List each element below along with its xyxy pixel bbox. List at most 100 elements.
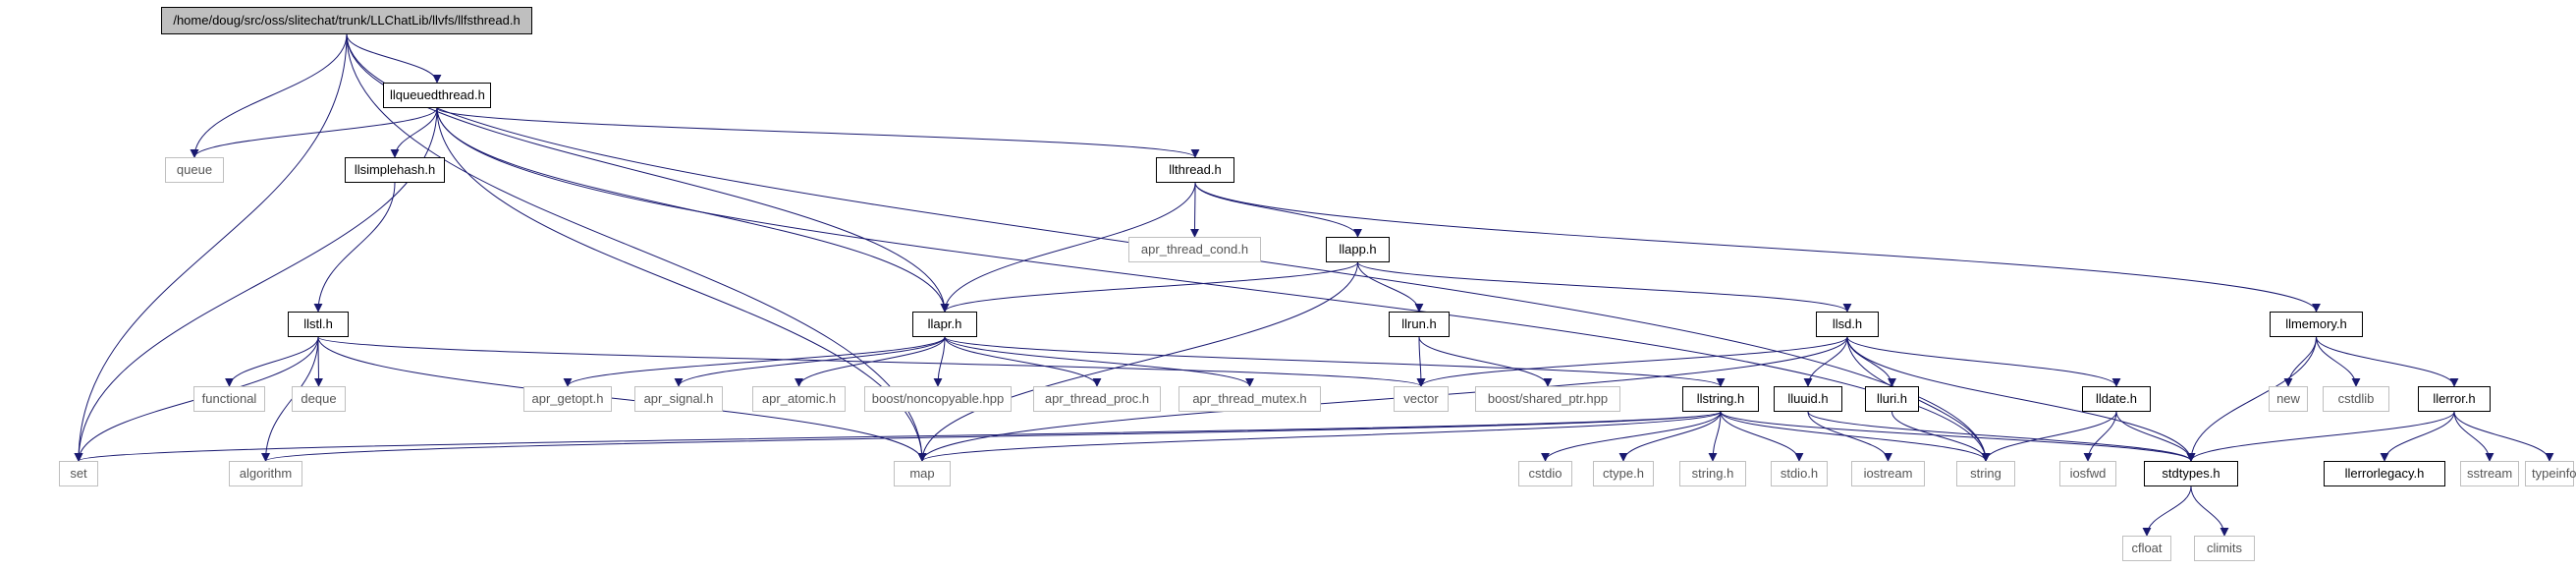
edge-llqueuedthread-to-queue — [190, 107, 438, 158]
node-cstdio: cstdio — [1518, 461, 1572, 486]
node-apr-thread-cond: apr_thread_cond.h — [1128, 237, 1261, 262]
node-apr-getopt: apr_getopt.h — [523, 386, 612, 412]
edge-llrun-to-boost_shared_ptr — [1418, 336, 1553, 387]
node-functional: functional — [193, 386, 265, 412]
node-boost-shared-ptr: boost/shared_ptr.hpp — [1475, 386, 1620, 412]
edge-llstring-to-ctype — [1618, 411, 1722, 462]
edge-llstring-to-string — [1720, 411, 1991, 462]
edge-llstring-to-string_h — [1708, 411, 1722, 462]
edge-llstring-to-cstdio — [1541, 411, 1722, 462]
node-algorithm: algorithm — [229, 461, 302, 486]
node-llstl[interactable]: llstl.h — [288, 312, 349, 337]
node-llerror[interactable]: llerror.h — [2418, 386, 2491, 412]
edge-lluuid-to-iostream — [1807, 411, 1892, 462]
edge-lldate-to-string — [1981, 411, 2117, 462]
node-stdio: stdio.h — [1771, 461, 1828, 486]
node-string: string — [1956, 461, 2015, 486]
node-cfloat: cfloat — [2122, 536, 2171, 561]
node-iostream: iostream — [1851, 461, 1925, 486]
edge-llerror-to-llerrorlegacy — [2380, 411, 2455, 462]
edge-llapr-to-apr_thread_mutex — [944, 336, 1254, 387]
edge-llstring-to-algorithm — [261, 411, 1722, 462]
node-stdtypes[interactable]: stdtypes.h — [2144, 461, 2238, 486]
node-ctype: ctype.h — [1593, 461, 1654, 486]
edge-llqueuedthread-to-llsimplehash — [390, 107, 438, 158]
edge-llstl-to-functional — [225, 336, 319, 387]
edge-llapr-to-apr_atomic — [795, 336, 946, 387]
node-llapp[interactable]: llapp.h — [1326, 237, 1390, 262]
edge-llthread-to-llapr — [940, 182, 1196, 313]
node-boost-noncopyable: boost/noncopyable.hpp — [864, 386, 1012, 412]
edge-llerror-to-stdtypes — [2186, 411, 2455, 462]
edge-stdtypes-to-climits — [2190, 485, 2229, 537]
node-lluuid[interactable]: lluuid.h — [1774, 386, 1842, 412]
edge-llstring-to-stdtypes — [1720, 411, 2196, 462]
node-llerrorlegacy[interactable]: llerrorlegacy.h — [2324, 461, 2445, 486]
edge-lldate-to-iosfwd — [2083, 411, 2117, 462]
edge-llerror-to-typeinfo — [2453, 411, 2554, 462]
edge-llstring-to-set — [75, 411, 1722, 462]
edge-llstring-to-stdio — [1720, 411, 1804, 462]
edge-root-to-llqueuedthread — [346, 33, 442, 84]
node-cstdlib: cstdlib — [2323, 386, 2389, 412]
edge-llsd-to-stdtypes — [1846, 336, 2196, 462]
edge-llapp-to-llrun — [1357, 261, 1424, 313]
node-apr-thread-mutex: apr_thread_mutex.h — [1178, 386, 1321, 412]
node-llstring[interactable]: llstring.h — [1682, 386, 1759, 412]
node-set: set — [59, 461, 98, 486]
edge-llapr-to-apr_signal — [674, 336, 946, 387]
edge-llthread-to-apr_thread_cond — [1190, 182, 1200, 238]
node-apr-signal: apr_signal.h — [634, 386, 723, 412]
edge-llapr-to-llstring — [944, 336, 1726, 387]
node-queue: queue — [165, 157, 224, 183]
edge-llapr-to-apr_getopt — [563, 336, 946, 387]
edge-llqueuedthread-to-llthread — [436, 107, 1200, 158]
edge-llapp-to-llapr — [940, 261, 1358, 313]
edge-root-to-queue — [190, 33, 348, 158]
node-lldate[interactable]: lldate.h — [2082, 386, 2151, 412]
edge-llmemory-to-cstdlib — [2316, 336, 2361, 387]
edge-llsd-to-map — [917, 336, 1848, 462]
node-string-h: string.h — [1679, 461, 1746, 486]
node-deque: deque — [292, 386, 346, 412]
edge-llapr-to-boost_noncopyable — [933, 336, 946, 387]
edge-llsd-to-lluuid — [1803, 336, 1848, 387]
edge-llsd-to-vector — [1416, 336, 1848, 387]
node-llmemory[interactable]: llmemory.h — [2270, 312, 2363, 337]
node-llqueuedthread[interactable]: llqueuedthread.h — [383, 83, 491, 108]
edge-root-to-llapr — [346, 33, 950, 313]
edge-llsimplehash-to-llstl — [313, 182, 396, 313]
edge-lluuid-to-stdtypes — [1807, 411, 2196, 462]
node-lluri[interactable]: lluri.h — [1865, 386, 1919, 412]
node-apr-thread-proc: apr_thread_proc.h — [1033, 386, 1161, 412]
node-vector: vector — [1394, 386, 1449, 412]
node-climits: climits — [2194, 536, 2255, 561]
node-root[interactable]: /home/doug/src/oss/slitechat/trunk/LLCha… — [161, 7, 532, 34]
edge-llerror-to-sstream — [2453, 411, 2494, 462]
node-llrun[interactable]: llrun.h — [1389, 312, 1450, 337]
edge-llmemory-to-llerror — [2316, 336, 2459, 387]
edge-llthread-to-llapp — [1194, 182, 1362, 238]
edge-stdtypes-to-cfloat — [2142, 485, 2192, 537]
node-new: new — [2269, 386, 2308, 412]
node-iosfwd: iosfwd — [2059, 461, 2116, 486]
node-llapr[interactable]: llapr.h — [912, 312, 977, 337]
node-map: map — [894, 461, 951, 486]
edge-root-to-set — [74, 33, 348, 462]
node-llsd[interactable]: llsd.h — [1816, 312, 1879, 337]
edge-root-to-map — [346, 33, 927, 462]
edge-llapp-to-map — [917, 261, 1358, 462]
node-sstream: sstream — [2460, 461, 2519, 486]
node-llsimplehash[interactable]: llsimplehash.h — [345, 157, 445, 183]
edge-llsd-to-lldate — [1846, 336, 2121, 387]
edge-llstring-to-map — [917, 411, 1722, 462]
node-apr-atomic: apr_atomic.h — [752, 386, 846, 412]
node-llthread[interactable]: llthread.h — [1156, 157, 1234, 183]
edge-llmemory-to-stdtypes — [2186, 336, 2317, 462]
edge-llstl-to-map — [317, 336, 927, 462]
edge-llthread-to-llmemory — [1194, 182, 2321, 313]
edge-llapp-to-llsd — [1357, 261, 1852, 313]
node-typeinfo: typeinfo — [2525, 461, 2576, 486]
